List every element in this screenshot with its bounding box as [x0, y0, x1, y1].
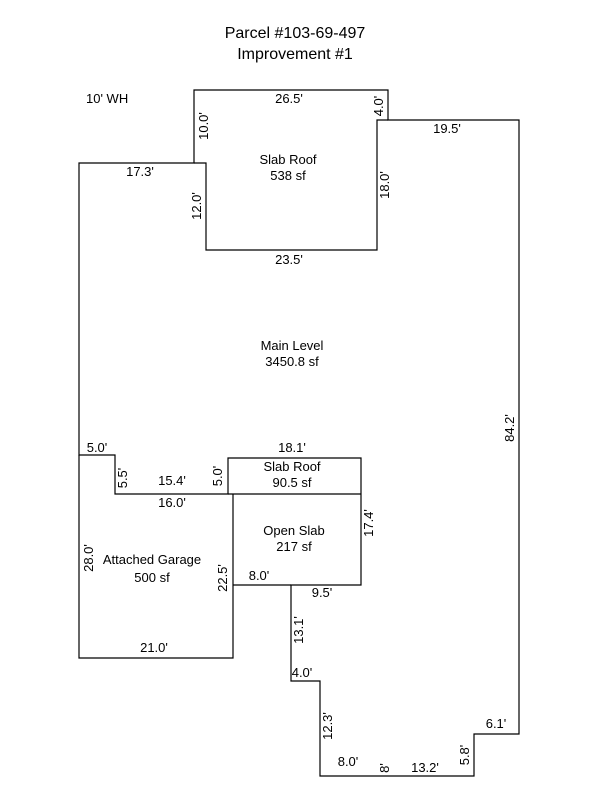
dim-label: 22.5'	[215, 564, 230, 592]
water-heater-note: 10' WH	[86, 91, 128, 106]
garage-name: Attached Garage	[103, 552, 201, 567]
slab-roof-top-area: 538 sf	[270, 168, 306, 183]
dim-label: 8.0'	[249, 568, 270, 583]
main-level-outline	[78, 89, 520, 777]
dim-label: 12.3'	[320, 712, 335, 740]
dim-label: 18.1'	[278, 440, 306, 455]
dim-label: 4.0'	[371, 96, 386, 117]
main-level-area: 3450.8 sf	[265, 354, 319, 369]
garage-outline	[78, 455, 234, 659]
dim-label: 8'	[377, 763, 392, 773]
dim-label: 19.5'	[433, 121, 461, 136]
parcel-title: Parcel #103-69-497	[225, 25, 366, 42]
slab-roof-small-area: 90.5 sf	[272, 475, 311, 490]
dim-label: 17.3'	[126, 164, 154, 179]
dim-label: 17.4'	[361, 509, 376, 537]
dim-label: 23.5'	[275, 252, 303, 267]
dim-label: 4.0'	[292, 665, 313, 680]
open-slab-name: Open Slab	[263, 523, 324, 538]
dim-label: 8.0'	[338, 754, 359, 769]
slab-roof-small-name: Slab Roof	[263, 459, 320, 474]
dim-label: 16.0'	[158, 495, 186, 510]
dim-label: 12.0'	[189, 192, 204, 220]
dim-label: 84.2'	[502, 414, 517, 442]
dim-label: 18.0'	[377, 171, 392, 199]
dim-label: 5.0'	[210, 466, 225, 487]
improvement-title: Improvement #1	[237, 46, 353, 63]
open-slab-area: 217 sf	[276, 539, 312, 554]
dim-label: 21.0'	[140, 640, 168, 655]
dim-label: 5.0'	[87, 440, 108, 455]
garage-area: 500 sf	[134, 570, 170, 585]
dim-label: 13.2'	[411, 760, 439, 775]
dim-label: 5.8'	[457, 745, 472, 766]
dim-label: 9.5'	[312, 585, 333, 600]
dim-label: 5.5'	[115, 468, 130, 489]
dim-label: 6.1'	[486, 716, 507, 731]
slab-roof-top-name: Slab Roof	[259, 152, 316, 167]
dim-label: 26.5'	[275, 91, 303, 106]
dim-label: 15.4'	[158, 473, 186, 488]
dim-label: 13.1'	[291, 616, 306, 644]
dim-label: 28.0'	[81, 544, 96, 572]
dim-label: 10.0'	[196, 112, 211, 140]
slab-roof-top-walls	[194, 119, 388, 251]
main-level-name: Main Level	[261, 338, 324, 353]
